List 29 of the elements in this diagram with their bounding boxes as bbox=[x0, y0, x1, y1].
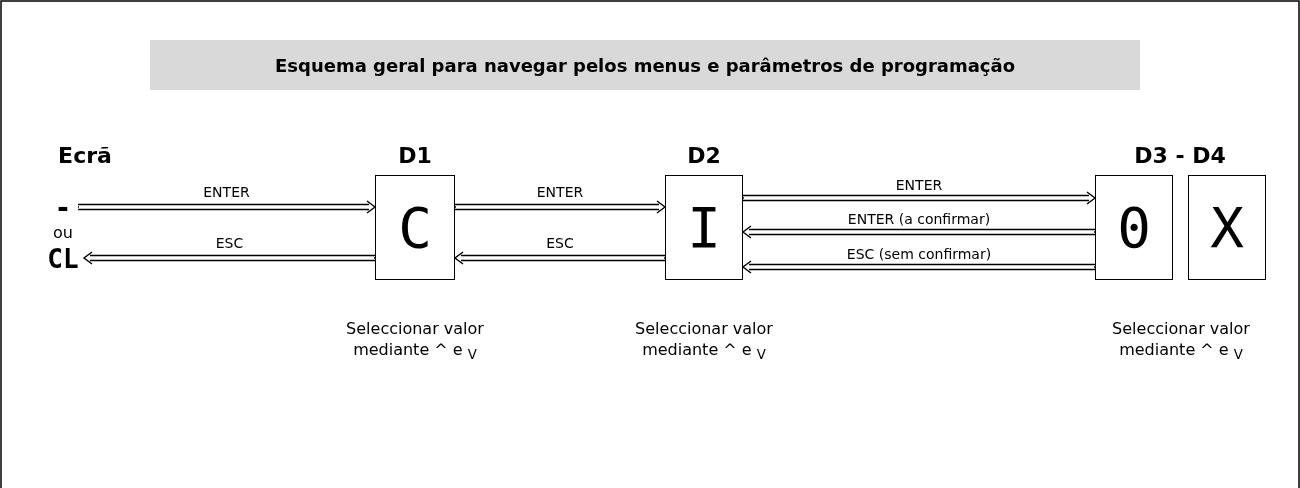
double-arrow bbox=[454, 200, 666, 214]
double-arrow bbox=[742, 225, 1096, 239]
double-arrow bbox=[454, 251, 666, 265]
double-arrow bbox=[742, 260, 1096, 274]
instruction-text: Seleccionar valor mediante ^ e $_{V}$ bbox=[634, 318, 774, 365]
column-heading: D2 bbox=[686, 143, 722, 168]
edge-label: ENTER (a confirmar) bbox=[846, 211, 992, 227]
instruction-text: Seleccionar valor mediante ^ e $_{V}$ bbox=[345, 318, 485, 365]
display-box: X bbox=[1188, 175, 1266, 280]
display-box: 0 bbox=[1095, 175, 1173, 280]
instruction-text: Seleccionar valor mediante ^ e $_{V}$ bbox=[1111, 318, 1251, 365]
double-arrow bbox=[83, 251, 376, 265]
edge-label: ESC bbox=[545, 235, 575, 251]
display-box: I bbox=[665, 175, 743, 280]
edge-label: ESC (sem confirmar) bbox=[845, 246, 993, 262]
display-symbol: CL bbox=[42, 244, 84, 274]
title-band: Esquema geral para navegar pelos menus e parâmetros de programação bbox=[150, 40, 1140, 90]
separator-word: ou bbox=[52, 223, 74, 242]
column-heading: D3 - D4 bbox=[1133, 143, 1227, 168]
column-heading: Ecrã bbox=[57, 143, 113, 168]
edge-label: ENTER bbox=[535, 184, 585, 200]
double-arrow bbox=[742, 191, 1096, 205]
display-symbol: - bbox=[48, 192, 78, 222]
column-heading: D1 bbox=[397, 143, 433, 168]
double-arrow bbox=[77, 200, 376, 214]
edge-label: ESC bbox=[214, 235, 245, 251]
edge-label: ENTER bbox=[202, 184, 251, 200]
edge-label: ENTER bbox=[894, 177, 944, 193]
display-box: C bbox=[375, 175, 455, 280]
